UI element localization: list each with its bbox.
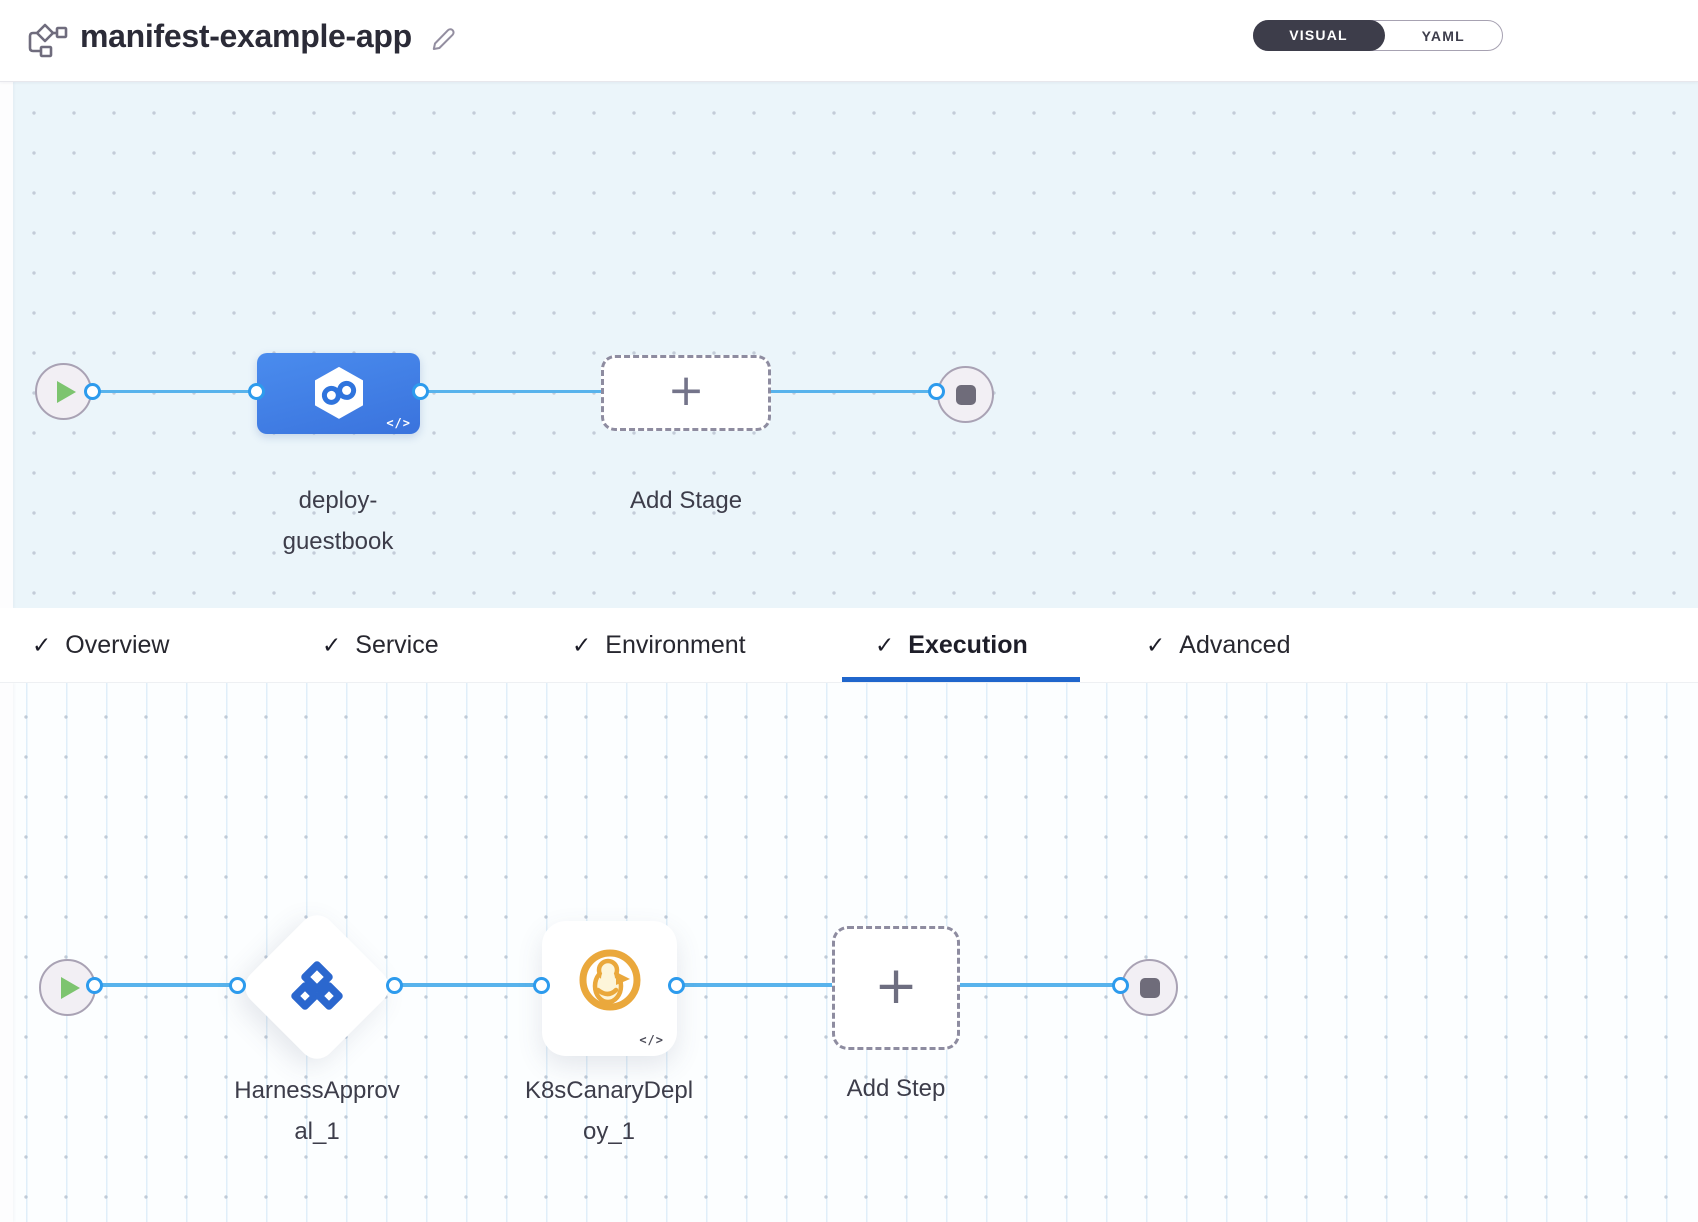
connector-dot: [928, 383, 945, 400]
pipeline-icon: [28, 23, 68, 58]
add-stage-label: Add Stage: [629, 487, 743, 514]
step-label-k8s-canary-deploy: K8sCanaryDeploy_1: [524, 1077, 694, 1145]
add-stage-button[interactable]: +: [601, 355, 771, 431]
connector-dot: [386, 977, 403, 994]
check-icon: ✓: [1146, 631, 1166, 658]
stage-canvas: </> + deploy-guestbook Add Stage: [0, 81, 1698, 608]
stage-connector-line: [63, 390, 937, 393]
plus-icon: +: [874, 955, 918, 1016]
stage-label: deploy-guestbook: [282, 487, 394, 555]
connector-dot: [229, 977, 246, 994]
stop-icon: [1139, 977, 1160, 998]
stage-config-tabs: ✓ Overview ✓ Service ✓ Environment ✓ Exe…: [0, 608, 1698, 683]
visual-toggle-button[interactable]: VISUAL: [1252, 19, 1385, 51]
step-node-harness-approval[interactable]: [237, 907, 397, 1067]
view-toggle: VISUAL YAML: [1252, 19, 1503, 51]
pipeline-start-node: [35, 363, 92, 420]
canvas-left-gutter: [0, 683, 13, 1222]
check-icon: ✓: [875, 631, 895, 658]
canvas-left-gutter: [0, 81, 13, 608]
yaml-toggle-button[interactable]: YAML: [1385, 21, 1503, 50]
pipeline-end-node: [937, 366, 994, 423]
tab-overview[interactable]: ✓ Overview: [32, 630, 170, 659]
tab-environment[interactable]: ✓ Environment: [572, 630, 746, 659]
execution-end-node: [1121, 959, 1178, 1016]
add-step-button[interactable]: +: [832, 926, 960, 1050]
execution-canvas: </> + HarnessApproval_1 K8sCanaryDeploy_…: [0, 683, 1698, 1222]
tab-advanced[interactable]: ✓ Advanced: [1146, 630, 1291, 659]
connector-dot: [412, 383, 429, 400]
step-label-harness-approval: HarnessApproval_1: [234, 1077, 400, 1145]
connector-dot: [1112, 977, 1129, 994]
connector-dot: [248, 383, 265, 400]
cd-stage-icon: [314, 366, 363, 419]
play-icon: [61, 976, 80, 999]
play-icon: [57, 380, 76, 403]
connector-dot: [86, 977, 103, 994]
code-marker-icon: </>: [386, 416, 411, 430]
header: manifest-example-app VISUAL YAML: [0, 0, 1698, 82]
tab-service[interactable]: ✓ Service: [322, 630, 439, 659]
connector-dot: [533, 977, 550, 994]
active-tab-underline: [842, 677, 1080, 682]
add-step-label: Add Step: [846, 1075, 946, 1102]
connector-dot: [84, 383, 101, 400]
canary-icon: [579, 949, 640, 1011]
approval-icon: [291, 961, 343, 1010]
step-node-k8s-canary-deploy[interactable]: </>: [542, 921, 677, 1056]
pipeline-title: manifest-example-app: [80, 18, 412, 54]
check-icon: ✓: [32, 631, 52, 658]
check-icon: ✓: [322, 631, 342, 658]
edit-pencil-icon[interactable]: [430, 21, 458, 51]
check-icon: ✓: [572, 631, 592, 658]
code-marker-icon: </>: [639, 1033, 664, 1047]
plus-icon: +: [667, 364, 705, 416]
stage-node-deploy-guestbook[interactable]: </>: [257, 353, 420, 434]
stop-icon: [955, 384, 976, 405]
connector-dot: [668, 977, 685, 994]
tab-execution[interactable]: ✓ Execution: [875, 630, 1028, 659]
